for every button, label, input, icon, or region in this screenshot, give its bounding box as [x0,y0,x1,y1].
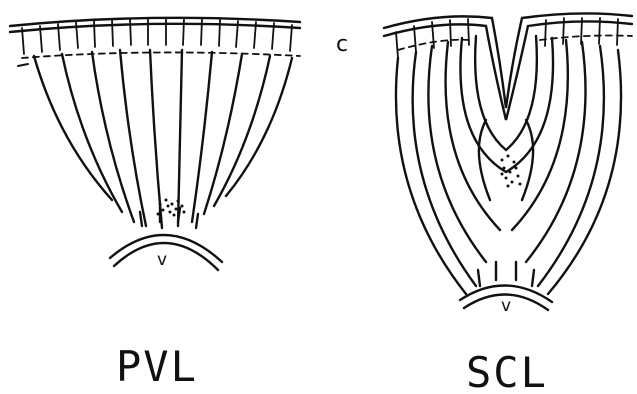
pvl-side-mark [18,64,28,66]
scl-surface-ticks [396,18,618,58]
panel-label-pvl: PVL [116,346,198,388]
panel-label-scl: SCL [466,352,548,394]
right-ventricle-label: v [501,298,511,315]
left-ventricle-label: v [157,252,167,269]
scl-cortical-surface [384,13,632,120]
scl-curved-fibers [396,36,621,294]
cortex-label: c [336,34,348,56]
pvl-radial-fibers [34,50,292,228]
